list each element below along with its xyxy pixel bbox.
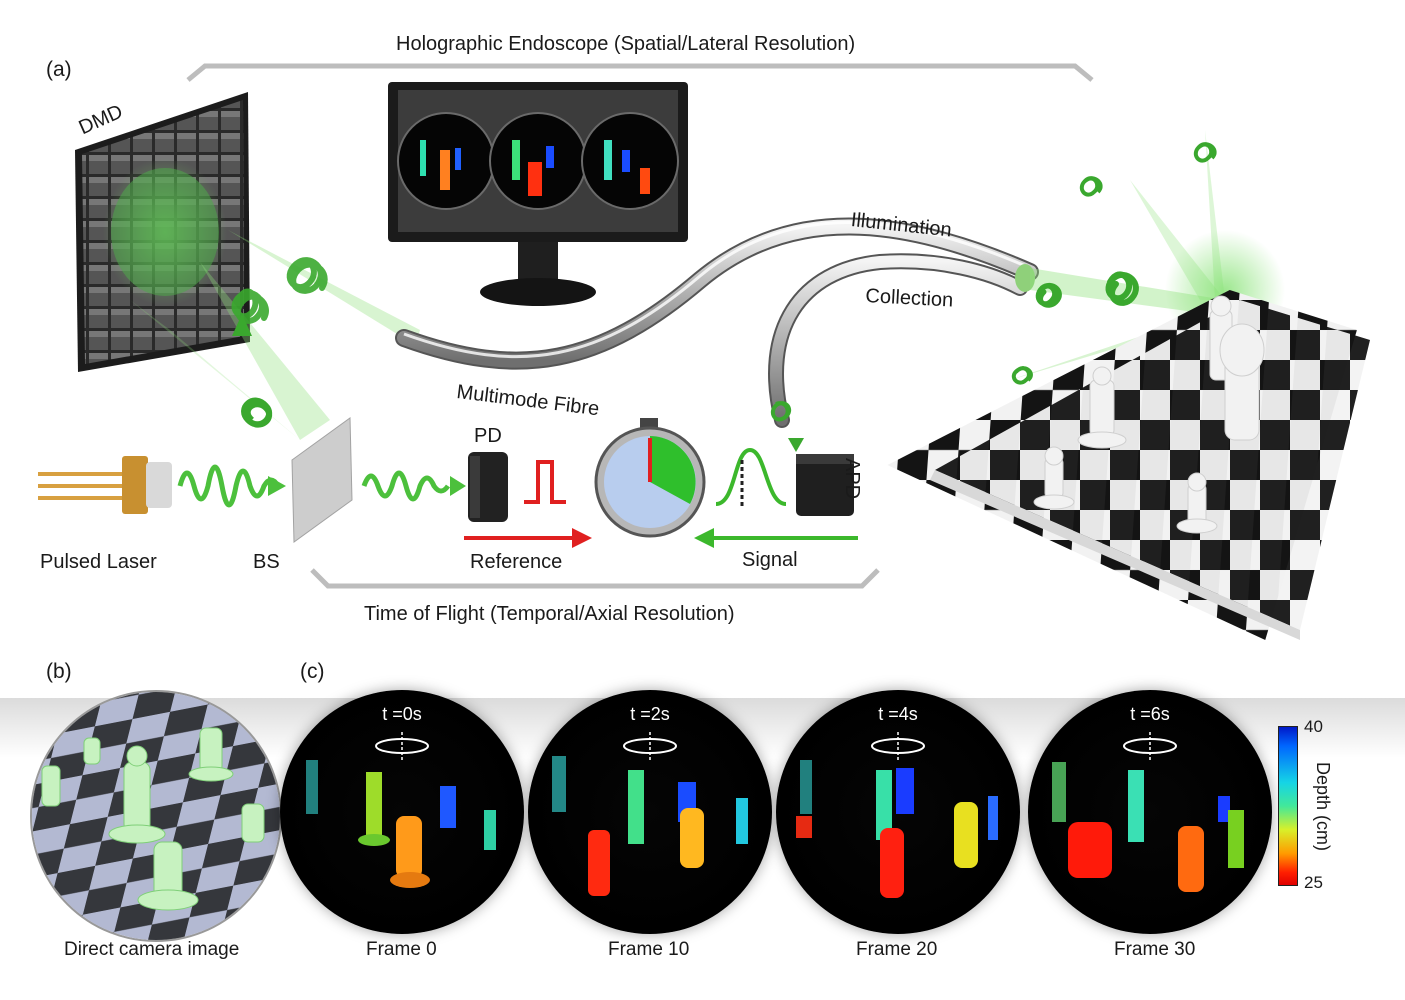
reference-arrow bbox=[572, 528, 592, 548]
camera-image-drawing bbox=[32, 692, 280, 940]
multimode-fibre bbox=[395, 217, 1039, 428]
beam-splitter bbox=[291, 417, 353, 543]
frame-10-caption: Frame 10 bbox=[608, 939, 690, 960]
colorbar-label: Depth (cm) bbox=[1313, 762, 1333, 852]
top-bracket-label: Holographic Endoscope (Spatial/Lateral R… bbox=[396, 33, 856, 55]
signal-arrow bbox=[694, 528, 714, 548]
frame-30-caption: Frame 30 bbox=[1114, 939, 1196, 960]
frame-0-drawing bbox=[306, 732, 496, 888]
top-bracket bbox=[186, 63, 1094, 82]
signal-label: Signal bbox=[742, 549, 798, 571]
reference-pulse bbox=[524, 460, 566, 504]
stopwatch bbox=[594, 418, 706, 538]
apd-label: APD bbox=[841, 458, 863, 500]
frame-20-drawing bbox=[796, 732, 998, 898]
signal-pulse bbox=[715, 447, 787, 506]
bottom-bracket bbox=[310, 568, 880, 589]
frame-20-image: t =4s bbox=[776, 690, 1020, 934]
frame-0-image: t =0s bbox=[280, 690, 524, 934]
bottom-bracket-label: Time of Flight (Temporal/Axial Resolutio… bbox=[364, 603, 735, 625]
panel-c-tag: (c) bbox=[300, 660, 325, 683]
chessboard bbox=[887, 290, 1370, 640]
pulsed-laser-label: Pulsed Laser bbox=[40, 551, 157, 573]
photodiode bbox=[468, 452, 508, 522]
frame-0-time: t =0s bbox=[382, 704, 422, 724]
collection-label: Collection bbox=[864, 285, 954, 312]
frame-10-time: t =2s bbox=[630, 704, 670, 724]
frame-20-time: t =4s bbox=[878, 704, 918, 724]
frame-30-image: t =6s bbox=[1028, 690, 1272, 934]
reference-label: Reference bbox=[470, 551, 563, 573]
camera-image bbox=[30, 690, 282, 942]
colorbar-max: 40 bbox=[1304, 717, 1323, 736]
laser-beam-wave bbox=[177, 464, 281, 508]
pulsed-laser bbox=[38, 456, 172, 514]
avalanche-photodiode bbox=[796, 454, 854, 516]
frame-30-time: t =6s bbox=[1130, 704, 1170, 724]
panel-b-tag: (b) bbox=[46, 660, 72, 683]
frame-10-drawing bbox=[552, 732, 748, 896]
panel-a-tag: (a) bbox=[46, 58, 72, 81]
frame-0-caption: Frame 0 bbox=[366, 939, 437, 960]
frame-10-image: t =2s bbox=[528, 690, 772, 934]
monitor bbox=[388, 82, 688, 306]
beam-splitter-label: BS bbox=[253, 551, 280, 573]
depth-colorbar bbox=[1278, 726, 1298, 886]
frame-20-caption: Frame 20 bbox=[856, 939, 938, 960]
pd-label: PD bbox=[474, 425, 502, 447]
frame-30-drawing bbox=[1052, 732, 1244, 892]
dmd-panel bbox=[75, 92, 250, 372]
colorbar-min: 25 bbox=[1304, 873, 1323, 892]
camera-image-caption: Direct camera image bbox=[64, 939, 240, 960]
